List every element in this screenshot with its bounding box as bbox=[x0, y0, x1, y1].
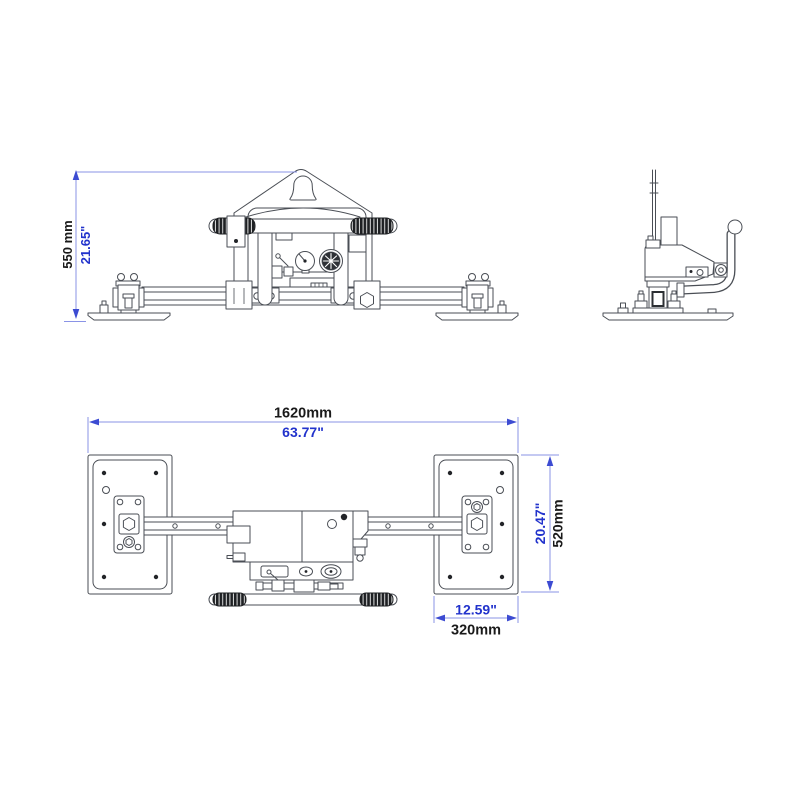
height-dimension: 550 mm 21.65" bbox=[60, 170, 297, 322]
handlebar-plan bbox=[208, 592, 398, 607]
hex-bolt-icon bbox=[360, 292, 374, 308]
pad-length-dimension: 20.47" 520mm bbox=[521, 454, 566, 593]
vacuum-gauge-icon bbox=[319, 249, 343, 273]
side-view bbox=[602, 169, 743, 321]
handle-grip-left-plan bbox=[212, 592, 247, 607]
pressure-gauge-icon bbox=[295, 251, 315, 271]
suction-pad-right-front bbox=[435, 273, 519, 321]
overall-width-dimension: 1620mm 63.77" bbox=[87, 406, 519, 453]
operator-handle bbox=[676, 219, 743, 298]
beam-clamp-left bbox=[225, 280, 253, 310]
suction-pad-left-front bbox=[87, 273, 171, 321]
height-dimension-metric: 550 mm bbox=[60, 220, 75, 268]
front-view: 550 mm 21.65" bbox=[60, 169, 519, 322]
handlebar bbox=[208, 218, 398, 234]
lifter-beam bbox=[141, 286, 465, 306]
pad-length-metric: 520mm bbox=[550, 499, 566, 547]
pad-width-dimension: 12.59" 320mm bbox=[433, 596, 519, 639]
overall-width-metric: 1620mm bbox=[274, 406, 332, 422]
suction-pad-right-plan bbox=[433, 454, 519, 595]
pad-width-imperial: 12.59" bbox=[455, 602, 497, 618]
pad-length-imperial: 20.47" bbox=[532, 503, 548, 545]
plan-view: 1620mm 63.77" 20.47" 520mm 12.59" 320mm bbox=[87, 406, 566, 639]
overall-width-imperial: 63.77" bbox=[282, 424, 324, 440]
beam-clamp-right bbox=[353, 280, 381, 310]
handle-grip-right bbox=[350, 217, 394, 235]
lifter-body-plan bbox=[226, 510, 369, 581]
lifting-eye-icon bbox=[289, 175, 317, 201]
height-dimension-imperial: 21.65" bbox=[78, 226, 93, 265]
suction-pad-side bbox=[602, 308, 734, 321]
valve-assembly-plan bbox=[255, 569, 344, 593]
handle-grip-right-plan bbox=[359, 592, 394, 607]
pad-mount bbox=[632, 280, 684, 314]
handle-tube-left bbox=[257, 225, 273, 306]
pad-width-metric: 320mm bbox=[451, 623, 501, 639]
